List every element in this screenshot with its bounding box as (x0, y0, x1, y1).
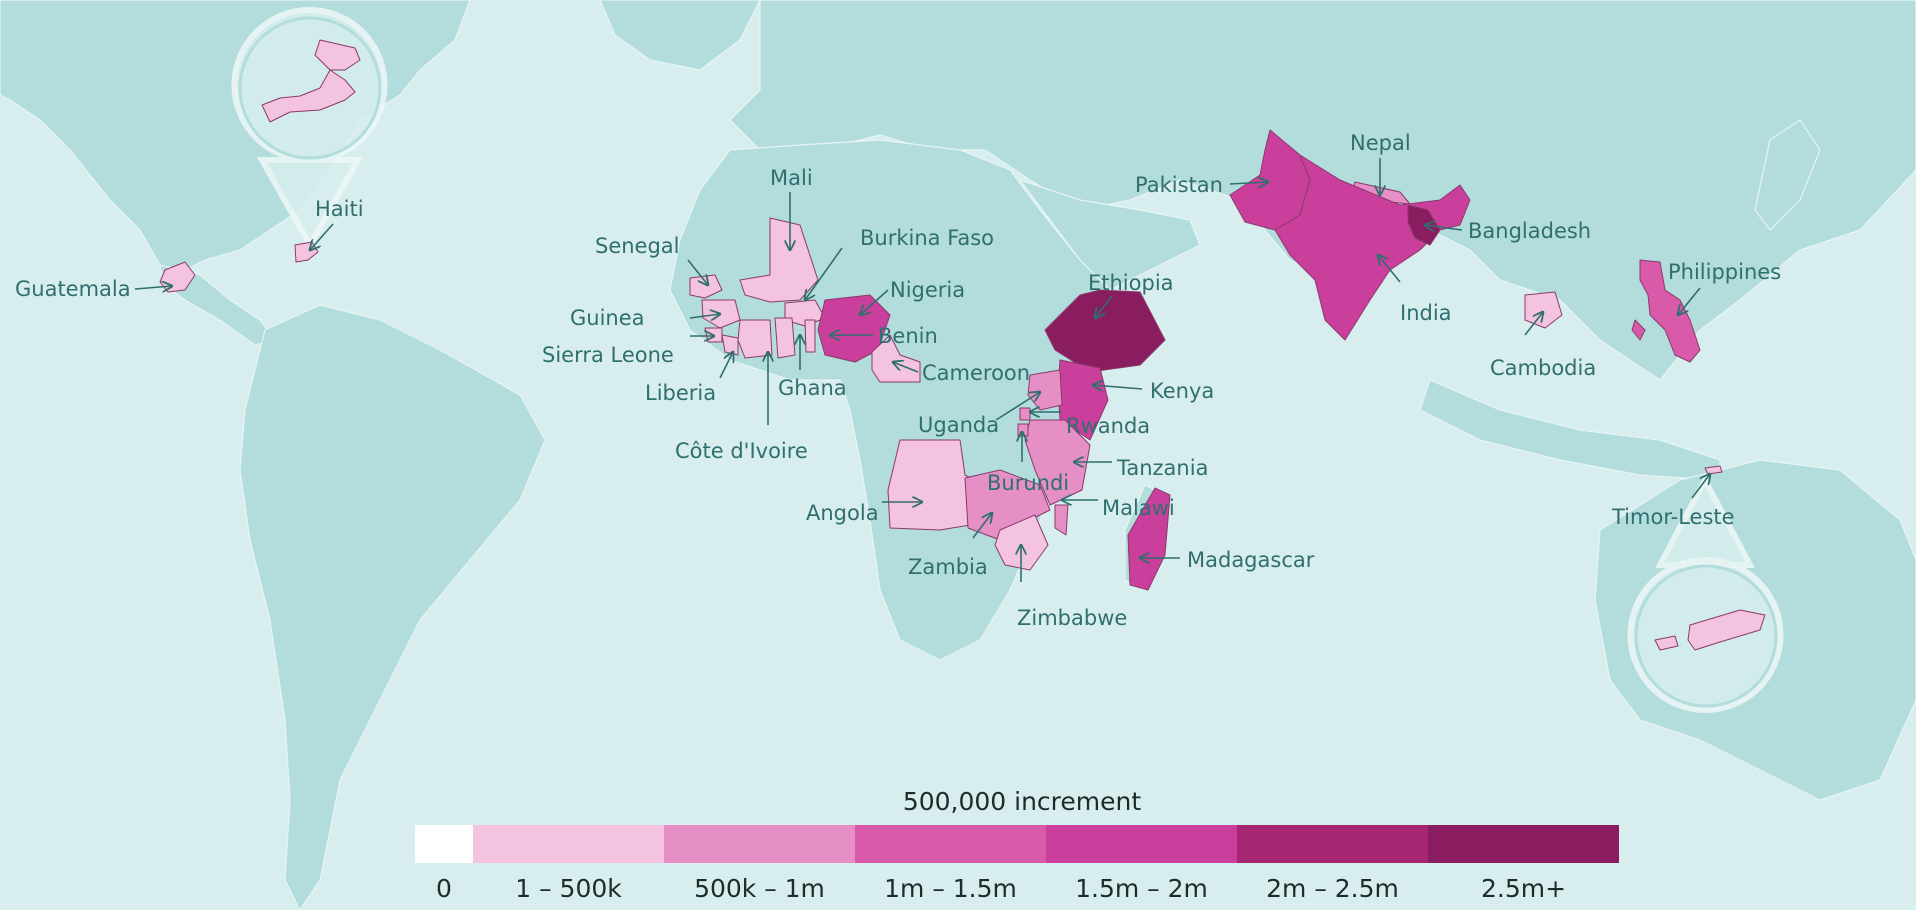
label-cote-divoire: Côte d'Ivoire (675, 439, 808, 463)
label-nepal: Nepal (1350, 131, 1411, 155)
label-kenya: Kenya (1150, 379, 1214, 403)
label-cambodia: Cambodia (1490, 356, 1596, 380)
haiti-callout (231, 7, 388, 252)
label-madagascar: Madagascar (1187, 548, 1315, 572)
label-senegal: Senegal (595, 234, 680, 258)
label-rwanda: Rwanda (1066, 414, 1150, 438)
label-ethiopia: Ethiopia (1088, 271, 1174, 295)
label-angola: Angola (806, 501, 879, 525)
land-greenland (599, 0, 761, 71)
label-nigeria: Nigeria (890, 278, 965, 302)
land-north-america (0, 0, 471, 276)
country-nigeria[interactable] (817, 294, 891, 363)
country-rwanda[interactable] (1019, 407, 1031, 421)
legend: 500,000 increment 0 1 – 500k 500k – 1m 1m –… (415, 787, 1619, 903)
legend-label-0: 0 (436, 874, 452, 903)
label-benin: Benin (878, 324, 938, 348)
label-philippines: Philippines (1668, 260, 1781, 284)
label-zambia: Zambia (908, 555, 988, 579)
country-philippines[interactable] (1631, 259, 1701, 363)
label-pakistan: Pakistan (1135, 173, 1223, 197)
label-liberia: Liberia (645, 381, 716, 405)
label-burundi: Burundi (987, 471, 1069, 495)
country-cameroon[interactable] (871, 334, 921, 383)
country-cote-divoire[interactable] (737, 319, 773, 359)
label-tanzania: Tanzania (1116, 456, 1208, 480)
legend-label-3: 1m – 1.5m (884, 874, 1017, 903)
land-japan (1754, 119, 1821, 231)
label-india: India (1400, 301, 1452, 325)
label-cameroon: Cameroon (922, 361, 1030, 385)
country-ghana[interactable] (774, 317, 796, 359)
label-uganda: Uganda (918, 413, 999, 437)
label-haiti: Haiti (315, 197, 364, 221)
timor-leste-callout (1627, 473, 1784, 713)
legend-swatch-3 (855, 825, 1046, 863)
country-haiti-enlarged[interactable] (261, 39, 361, 123)
country-madagascar[interactable] (1127, 487, 1171, 591)
label-guatemala: Guatemala (15, 277, 131, 301)
country-burundi[interactable] (1017, 423, 1029, 437)
legend-label-6: 2.5m+ (1481, 874, 1566, 903)
legend-label-4: 1.5m – 2m (1075, 874, 1208, 903)
legend-swatch-4 (1046, 825, 1237, 863)
country-angola[interactable] (887, 439, 976, 531)
legend-title: 500,000 increment (903, 787, 1142, 816)
label-bangladesh: Bangladesh (1468, 219, 1591, 243)
land-indonesia (1419, 379, 1721, 481)
country-malawi[interactable] (1054, 504, 1069, 536)
country-mali[interactable] (739, 217, 819, 303)
legend-swatch-6 (1428, 825, 1619, 863)
label-burkina-faso: Burkina Faso (860, 226, 994, 250)
label-malawi: Malawi (1102, 496, 1175, 520)
label-guinea: Guinea (570, 306, 645, 330)
legend-label-5: 2m – 2.5m (1266, 874, 1399, 903)
land-south-america (239, 304, 546, 910)
land-arabia (1018, 178, 1201, 291)
country-ethiopia[interactable] (1044, 289, 1166, 373)
country-cambodia[interactable] (1524, 291, 1563, 329)
legend-swatch-2 (664, 825, 855, 863)
label-zimbabwe: Zimbabwe (1017, 606, 1127, 630)
country-zimbabwe[interactable] (994, 514, 1049, 571)
label-timor-leste: Timor-Leste (1611, 505, 1735, 529)
label-mali: Mali (770, 166, 813, 190)
country-timor-leste[interactable] (1704, 465, 1723, 475)
country-timor-leste-enlarged[interactable] (1654, 609, 1766, 651)
country-labels: Guatemala Haiti Mali Senegal Burkina Fas… (15, 131, 1781, 630)
country-benin[interactable] (804, 319, 816, 353)
legend-swatch-0 (415, 825, 473, 863)
legend-label-2: 500k – 1m (694, 874, 825, 903)
label-sierra-leone: Sierra Leone (542, 343, 674, 367)
country-sierra-leone[interactable] (704, 327, 723, 343)
legend-swatch-5 (1237, 825, 1428, 863)
legend-swatch-1 (473, 825, 664, 863)
legend-label-1: 1 – 500k (515, 874, 622, 903)
label-ghana: Ghana (778, 376, 847, 400)
